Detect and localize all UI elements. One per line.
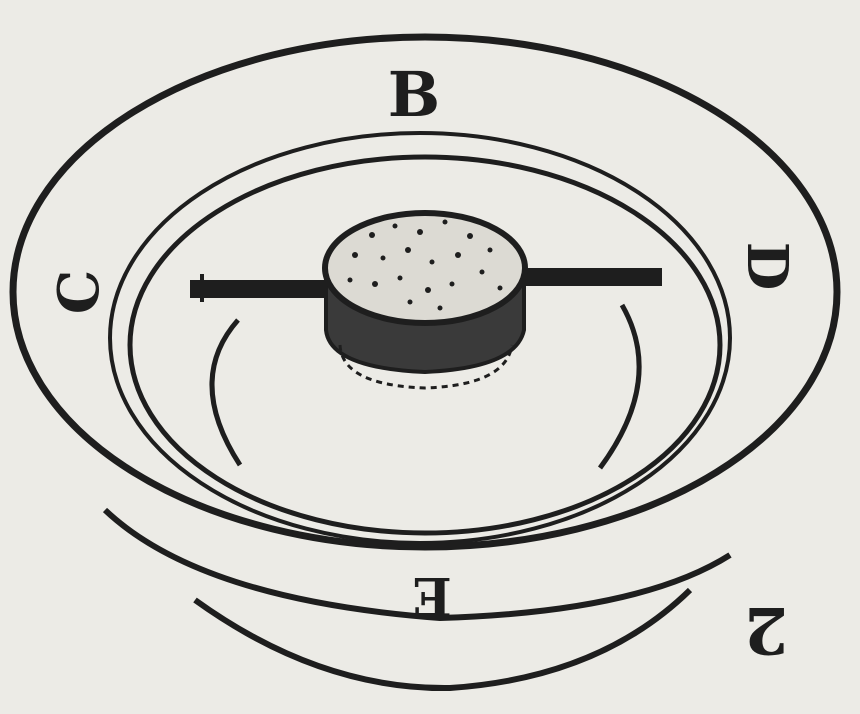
cork-top (325, 213, 525, 323)
needle-left (190, 280, 330, 298)
label-right: D (734, 242, 800, 291)
label-top: B (388, 58, 440, 131)
label-left: C (46, 270, 112, 315)
label-bottom: E (412, 565, 452, 626)
needle-right (520, 268, 662, 286)
label-corner: 2 (744, 592, 789, 667)
